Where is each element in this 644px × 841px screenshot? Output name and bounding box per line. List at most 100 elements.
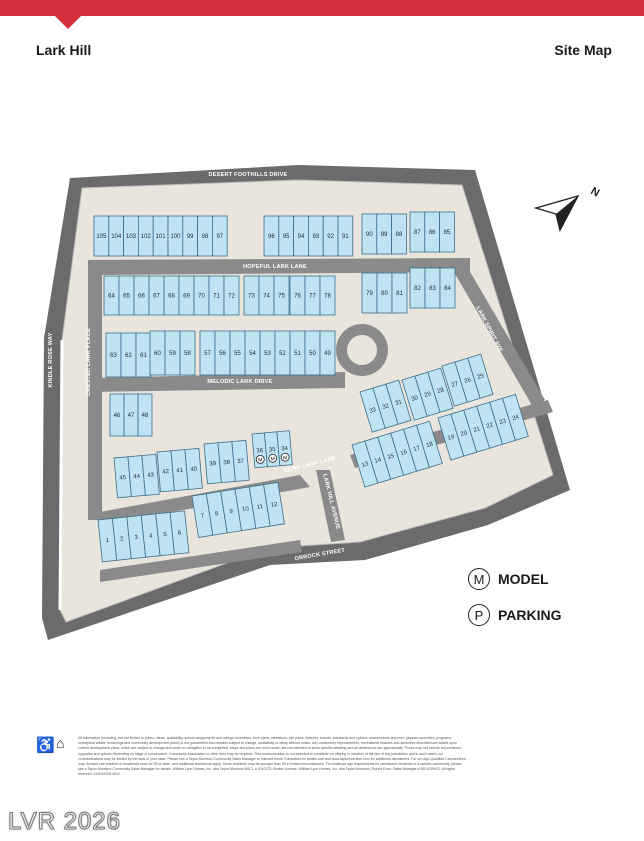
- header-notch: [55, 16, 81, 29]
- model-marker-icon: [268, 453, 278, 463]
- lot-label-88: 88: [396, 232, 403, 238]
- lot-label-2: 2: [120, 536, 125, 542]
- lot-label-27: 27: [451, 381, 460, 389]
- compass-label: N: [589, 185, 602, 199]
- lot-label-102: 102: [141, 234, 152, 240]
- lot-label-69: 69: [183, 294, 190, 300]
- lot-label-6: 6: [178, 530, 183, 536]
- lot-label-38: 38: [223, 460, 231, 467]
- top-accent-bar: [0, 0, 644, 16]
- lot-label-80: 80: [381, 291, 388, 297]
- lot-label-40: 40: [190, 467, 198, 474]
- lot-label-74: 74: [263, 294, 270, 300]
- lot-label-53: 53: [264, 351, 271, 357]
- lot-label-105: 105: [96, 234, 107, 240]
- lot-40[interactable]: [184, 447, 203, 490]
- lot-18[interactable]: [416, 420, 443, 468]
- lot-label-76: 76: [294, 294, 301, 300]
- lot-48[interactable]: [137, 393, 153, 437]
- lot-31[interactable]: [385, 379, 412, 425]
- lot-78[interactable]: [319, 275, 336, 316]
- lot-label-98: 98: [202, 234, 209, 240]
- lot-label-68: 68: [168, 294, 175, 300]
- lot-label-20: 20: [460, 430, 469, 438]
- lot-84[interactable]: [439, 267, 456, 309]
- lot-label-19: 19: [447, 434, 456, 442]
- lot-label-14: 14: [374, 457, 383, 465]
- model-marker-icon: [255, 454, 265, 464]
- lot-81[interactable]: [391, 272, 408, 314]
- lot-label-39: 39: [209, 461, 217, 468]
- lot-37[interactable]: [231, 439, 250, 482]
- lot-label-3: 3: [134, 535, 139, 541]
- lot-label-1: 1: [106, 538, 111, 544]
- lot-label-61: 61: [140, 353, 147, 359]
- lot-85[interactable]: [439, 211, 455, 253]
- lot-label-10: 10: [242, 506, 250, 513]
- lot-58[interactable]: [179, 330, 196, 376]
- lot-97[interactable]: [211, 215, 228, 257]
- page-title: Site Map: [554, 42, 612, 58]
- lot-label-26: 26: [464, 377, 473, 385]
- lot-label-52: 52: [279, 351, 286, 357]
- lot-label-81: 81: [396, 291, 403, 297]
- lot-label-59: 59: [169, 351, 176, 357]
- lot-28[interactable]: [427, 367, 454, 413]
- legend-parking-label: PARKING: [498, 607, 562, 623]
- compass-icon: N: [533, 185, 602, 232]
- lot-75[interactable]: [273, 275, 290, 316]
- street-kindle-rose: KINDLE ROSE WAY: [48, 332, 54, 387]
- lot-label-13: 13: [361, 461, 370, 469]
- lot-label-83: 83: [429, 286, 436, 292]
- lot-43[interactable]: [141, 453, 160, 496]
- lot-24[interactable]: [502, 393, 529, 441]
- lot-label-93: 93: [312, 234, 319, 240]
- lot-label-28: 28: [437, 387, 446, 395]
- lot-91[interactable]: [337, 215, 354, 257]
- lot-row: 79 80 81: [361, 272, 408, 314]
- street-melodic-lark: MELODIC LARK DRIVE: [207, 379, 272, 385]
- lot-label-82: 82: [414, 286, 421, 292]
- legend-model: M MODEL: [468, 568, 549, 590]
- lot-label-30: 30: [411, 395, 420, 403]
- lot-49[interactable]: [319, 330, 336, 376]
- lot-label-96: 96: [268, 234, 275, 240]
- lot-label-64: 64: [108, 294, 115, 300]
- lot-label-91: 91: [342, 234, 349, 240]
- lot-label-35: 35: [269, 447, 277, 454]
- lot-label-90: 90: [366, 232, 373, 238]
- lot-label-87: 87: [414, 230, 421, 236]
- lot-label-104: 104: [111, 234, 122, 240]
- lot-12[interactable]: [263, 481, 285, 527]
- lot-25[interactable]: [467, 353, 494, 399]
- lot-label-23: 23: [499, 418, 508, 426]
- lot-label-85: 85: [444, 230, 451, 236]
- lot-label-4: 4: [149, 533, 154, 539]
- lot-label-16: 16: [400, 449, 409, 457]
- lot-label-60: 60: [154, 351, 161, 357]
- lot-88[interactable]: [391, 213, 407, 255]
- lot-label-77: 77: [309, 294, 316, 300]
- lot-label-50: 50: [309, 351, 316, 357]
- lot-label-79: 79: [366, 291, 373, 297]
- model-marker-label: M: [270, 456, 275, 462]
- lot-6[interactable]: [169, 510, 190, 555]
- lot-72[interactable]: [223, 275, 240, 316]
- lot-label-94: 94: [298, 234, 305, 240]
- lot-label-84: 84: [444, 286, 451, 292]
